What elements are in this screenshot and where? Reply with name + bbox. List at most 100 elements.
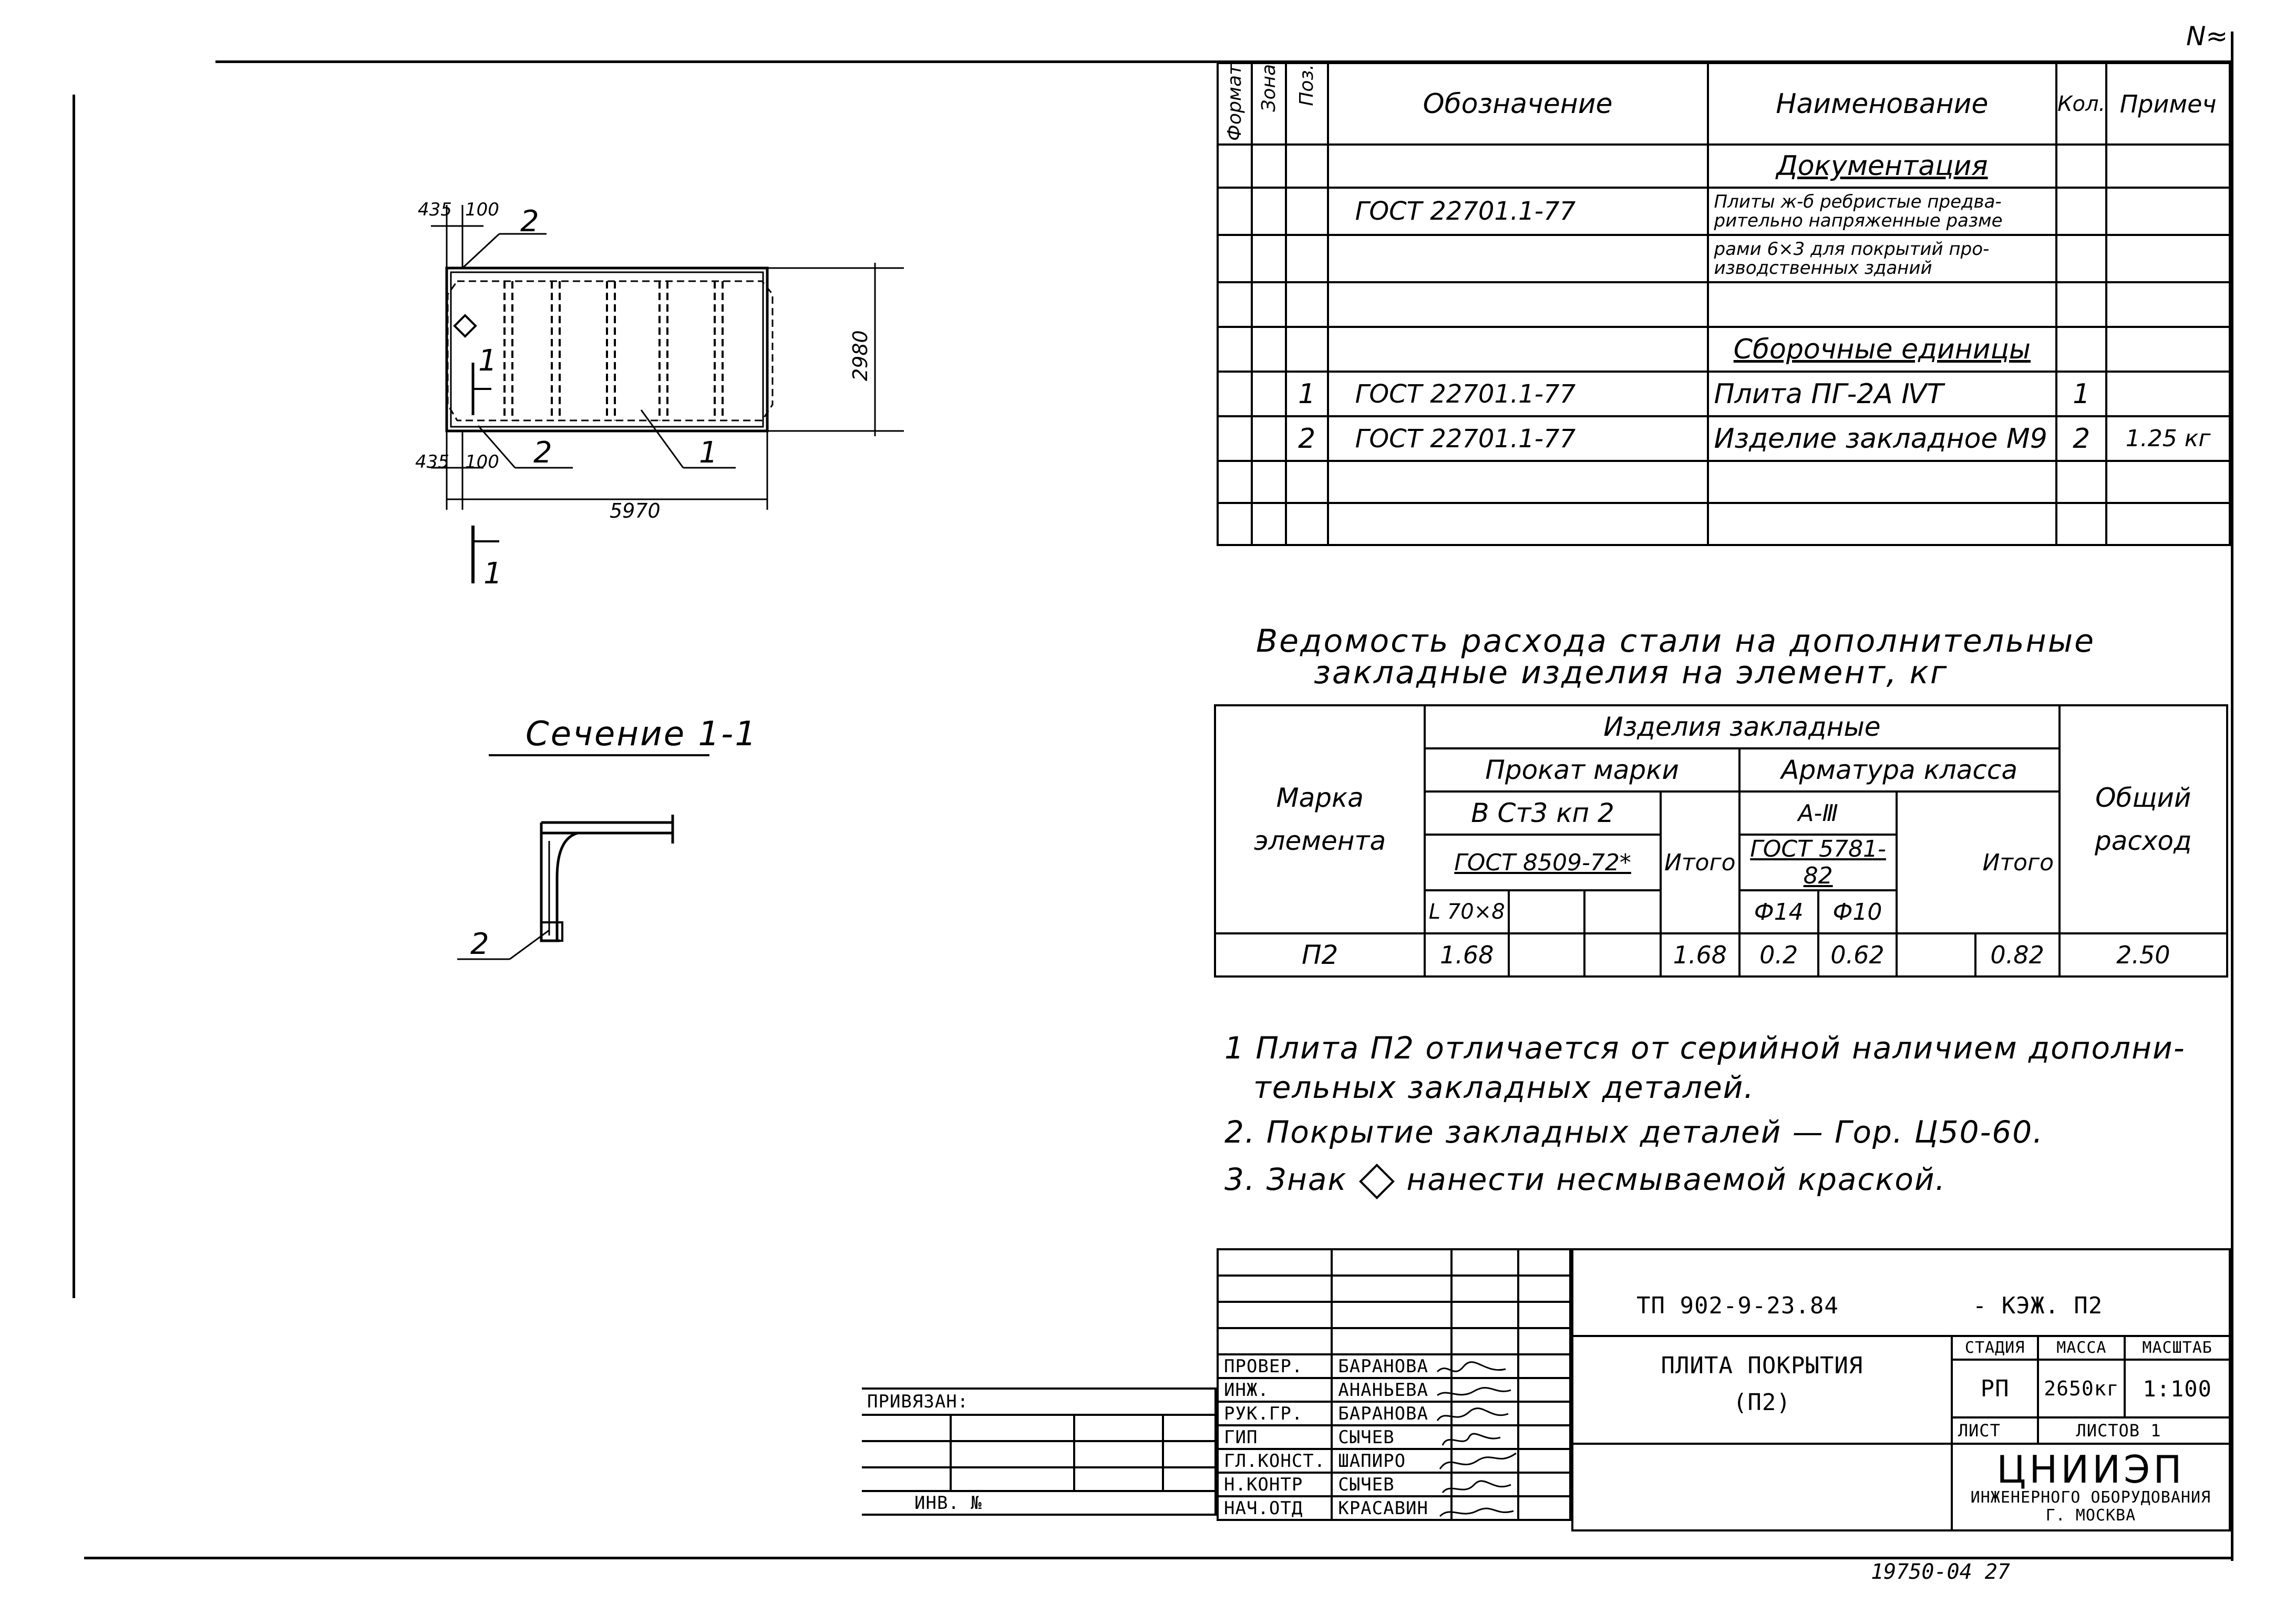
row1-note: [2105, 371, 2231, 417]
row2-designation: ГОСТ 22701.1-77: [1326, 415, 1709, 462]
col-header-designation: Обозначение: [1326, 62, 1709, 146]
drawing-code: - КЭЖ. П2: [1951, 1248, 2231, 1337]
col-rolled: Прокат марки: [1424, 747, 1741, 793]
row1-designation: ГОСТ 22701.1-77: [1326, 371, 1709, 417]
name-6: СЫЧЕВ: [1331, 1472, 1453, 1497]
row2-name: Изделие закладное М9: [1706, 415, 2058, 462]
role-6: Н.КОНТР: [1216, 1472, 1333, 1497]
mass-header: МАССА: [2037, 1335, 2126, 1361]
title-block-bound: ПРИВЯЗАН: ИНВ. №: [862, 1387, 1217, 1516]
role-1: ПРОВЕР.: [1216, 1353, 1333, 1379]
col-header-pos: Поз.: [1284, 62, 1329, 146]
signatures: [1436, 1361, 1517, 1517]
gost-rolled: ГОСТ 8509-72*: [1424, 834, 1662, 891]
doc-designation: ГОСТ 22701.1-77: [1326, 187, 1709, 236]
col-d14: Ф14: [1738, 889, 1819, 934]
table-row: 2 ГОСТ 22701.1-77 Изделие закладное М9 2…: [1217, 415, 2231, 462]
row1-name: Плита ПГ-2А ⅣТ: [1706, 371, 2058, 417]
section-pos-2: 2: [470, 927, 489, 961]
section-title: Сечение 1-1: [526, 715, 758, 754]
plan-drawing: 435 100 2 435 100 2 1 1 5970 2980 1: [415, 199, 904, 591]
pos-1: 1: [699, 436, 718, 470]
drawing-title: ПЛИТА ПОКРЫТИЯ(П2): [1571, 1335, 1953, 1445]
table-row: П2 1.68 1.68 0.2 0.62 0.82 2.50: [1213, 932, 2229, 978]
note-1a: 1 Плита П2 отличается от серийной наличи…: [1224, 1030, 2186, 1066]
col-header-format: Формат: [1217, 62, 1253, 146]
bound-label: ПРИВЯЗАН:: [862, 1387, 1217, 1416]
row1-qty: 1: [2055, 371, 2108, 417]
right-frame-line: [2231, 32, 2233, 1561]
top-frame-line: [215, 60, 2233, 63]
col-header-note: Примеч: [2105, 62, 2231, 146]
sheets-label: ЛИСТОВ 1: [2037, 1416, 2231, 1445]
row-d14: 0.2: [1738, 932, 1819, 978]
row-d10: 0.62: [1817, 932, 1898, 978]
title-block-left: ПРОВЕР.БАРАНОВА ИНЖ.АНАНЬЕВА РУК.ГР.БАРА…: [1216, 1248, 1571, 1521]
marker-sign-icon: [453, 314, 477, 338]
col-header-name: Наименование: [1706, 62, 2058, 146]
scale-header: МАСШТАБ: [2124, 1335, 2231, 1361]
dim-5970: 5970: [610, 499, 661, 522]
row1-pos: 1: [1284, 371, 1329, 417]
marker-sign-icon: [1358, 1163, 1395, 1199]
pos-2-top: 2: [520, 204, 539, 239]
sheet-label: ЛИСТ: [1950, 1416, 2040, 1445]
gost-rebar: ГОСТ 5781-82: [1738, 834, 1898, 891]
section-assembly-units: Сборочные единицы: [1706, 326, 2058, 373]
row-total-rebar: 0.82: [1974, 932, 2061, 978]
role-3: РУК.ГР.: [1216, 1401, 1333, 1426]
scale-value: 1:100: [2124, 1359, 2231, 1418]
doc-name-1: Плиты ж-б ребристые предва-рительно напр…: [1706, 187, 2058, 236]
title-block-main: ТП 902-9-23.84 - КЭЖ. П2 ПЛИТА ПОКРЫТИЯ(…: [1571, 1248, 2231, 1531]
section-drawing: 2: [457, 815, 674, 961]
col-d10: Ф10: [1817, 889, 1898, 934]
role-2: ИНЖ.: [1216, 1377, 1333, 1403]
col-header-zone: Зона: [1250, 62, 1287, 146]
left-frame-line: [73, 95, 75, 1298]
row-overall: 2.50: [2058, 932, 2229, 978]
specification-table: Формат Зона Поз. Обозначение Наименовани…: [1217, 62, 2231, 546]
rebar-class: А-Ⅲ: [1738, 790, 1898, 836]
dim-2980: 2980: [849, 330, 872, 381]
cut-label-top: 1: [478, 344, 497, 378]
name-3: БАРАНОВА: [1331, 1401, 1453, 1426]
col-angle: L 70×8: [1424, 889, 1510, 934]
footer-code: 19750-04 27: [1871, 1560, 2010, 1584]
stage-value: РП: [1950, 1359, 2040, 1418]
row2-pos: 2: [1284, 415, 1329, 462]
role-4: ГИП: [1216, 1424, 1333, 1450]
corner-mark: Ν≈: [2186, 21, 2228, 52]
slab-rib: [447, 280, 774, 422]
cut-label-bot: 1: [483, 557, 502, 591]
col-header-qty: Кол.: [2055, 62, 2108, 146]
role-7: НАЧ.ОТД: [1216, 1495, 1333, 1521]
col-total-rebar: Итого: [1896, 790, 2061, 934]
steel-title-1: Ведомость расхода стали на дополнительны…: [1256, 623, 2095, 660]
organization: ЦНИИЭП ИНЖЕНЕРНОГО ОБОРУДОВАНИЯ Г. МОСКВ…: [1950, 1443, 2231, 1531]
row-angle: 1.68: [1424, 932, 1510, 978]
section-documentation: Документация: [1706, 143, 2058, 189]
name-7: КРАСАВИН: [1331, 1495, 1453, 1521]
steel-grade: В Ст3 кп 2: [1424, 790, 1662, 836]
note-3: 3. Знак нанести несмываемой краской.: [1224, 1161, 1946, 1199]
name-5: ШАПИРО: [1331, 1448, 1453, 1474]
dim-435-top: 435: [418, 199, 452, 220]
bottom-frame-line: [84, 1557, 2233, 1559]
dim-435-bot: 435: [415, 451, 449, 472]
dim-100-bot: 100: [465, 451, 499, 472]
stage-header: СТАДИЯ: [1950, 1335, 2040, 1361]
row-total-rolled: 1.68: [1659, 932, 1741, 978]
mass-value: 2650кг: [2037, 1359, 2126, 1418]
row2-qty: 2: [2055, 415, 2108, 462]
slab-inner-outline: [450, 271, 764, 428]
role-5: ГЛ.КОНСТ.: [1216, 1448, 1333, 1474]
table-row: 1 ГОСТ 22701.1-77 Плита ПГ-2А ⅣТ 1: [1217, 371, 2231, 417]
doc-name-2: рами 6×3 для покрытий про-изводственных …: [1706, 234, 2058, 283]
note-1b: тельных закладных деталей.: [1253, 1070, 1755, 1105]
slab-outline: [445, 266, 769, 433]
row-mark: П2: [1213, 932, 1426, 978]
project-code: ТП 902-9-23.84: [1571, 1248, 1952, 1337]
